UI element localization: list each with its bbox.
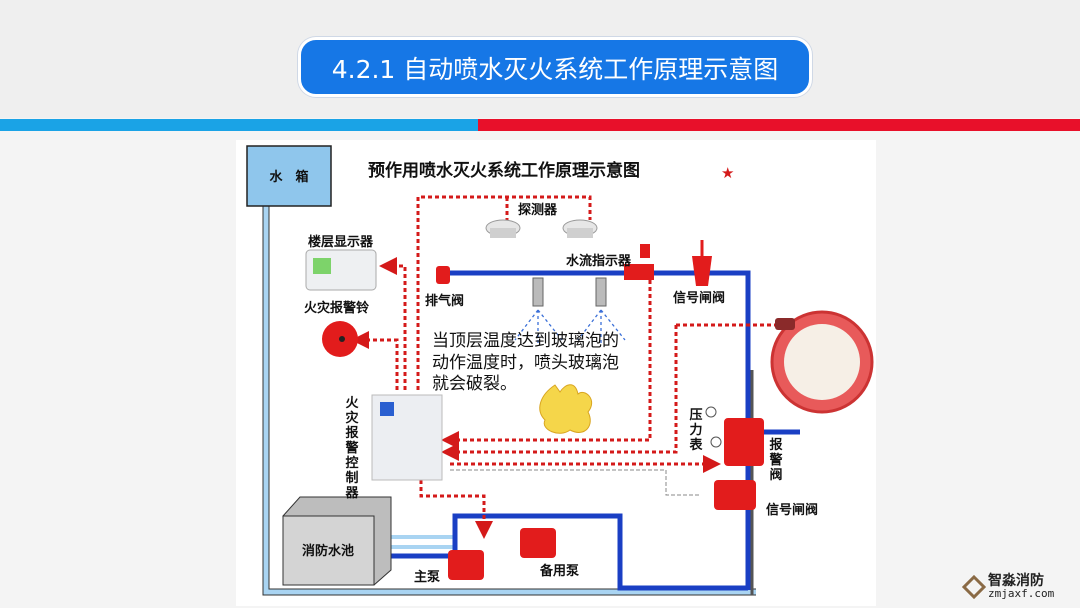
star-icon: ★ <box>721 164 734 182</box>
gong-face <box>784 324 860 400</box>
watermark-name: 智淼消防 <box>988 573 1044 589</box>
slide-title: 4.2.1 自动喷水灭火系统工作原理示意图 <box>298 37 812 97</box>
label-fire-bell: 火灾报警铃 <box>304 300 369 316</box>
pressure-gauge-icon <box>710 436 722 448</box>
display-screen <box>313 258 331 274</box>
exhaust-valve-icon <box>436 266 450 284</box>
note-text: 当顶层温度达到玻璃泡的 动作温度时，喷头玻璃泡 就会破裂。 <box>432 331 619 394</box>
note-line: 就会破裂。 <box>432 374 517 394</box>
label-fire-pool: 消防水池 <box>302 543 354 559</box>
bell-center <box>339 336 345 342</box>
fire-pool-icon <box>282 515 375 586</box>
controller-screen <box>380 402 394 416</box>
control-line <box>450 469 700 496</box>
logo-icon <box>962 575 986 599</box>
gong-cap <box>775 318 795 330</box>
water-tank <box>246 145 332 207</box>
fire-icon <box>539 384 593 434</box>
main-pump-icon <box>448 550 484 580</box>
divider-blue <box>0 119 478 131</box>
label-signal-gate-valve-bottom: 信号闸阀 <box>766 502 818 518</box>
label-backup-pump: 备用泵 <box>539 563 579 579</box>
water-spray <box>514 309 626 345</box>
divider-red <box>478 119 1080 131</box>
diagram-title: 预作用喷水灭火系统工作原理示意图 <box>368 160 640 181</box>
diagram-svg: 水 箱 预作用喷水灭火系统工作原理示意图 ★ 探测器 楼层显示器 火灾报警铃 排… <box>246 145 874 596</box>
watermark-site: zmjaxf.com <box>988 587 1055 600</box>
watermark-logo: 智淼消防 zmjaxf.com <box>962 572 1072 602</box>
flow-indicator-head <box>640 244 650 258</box>
label-detector: 探测器 <box>518 202 558 218</box>
pressure-gauge-icon <box>705 406 717 418</box>
backup-pump-icon <box>520 528 556 558</box>
gate-valve-icon <box>692 256 712 286</box>
water-flow-indicator-icon <box>624 264 654 280</box>
label-signal-gate-valve-top: 信号闸阀 <box>673 290 725 306</box>
tank-pipe <box>262 205 756 596</box>
label-water-flow-indicator: 水流指示器 <box>566 253 632 269</box>
smoke-detector-icon <box>485 219 598 238</box>
note-line: 当顶层温度达到玻璃泡的 <box>432 331 619 351</box>
label-floor-display: 楼层显示器 <box>308 234 374 250</box>
alarm-valve-icon <box>724 418 764 466</box>
label-pressure-gauge: 压力表 <box>689 408 703 453</box>
label-main-pump: 主泵 <box>414 569 440 585</box>
label-controller: 火灾报警控制器 <box>345 396 359 501</box>
label-water-tank: 水 箱 <box>269 169 308 185</box>
note-line: 动作温度时，喷头玻璃泡 <box>432 353 619 373</box>
signal-lines <box>351 195 780 539</box>
label-alarm-valve: 报警阀 <box>769 438 783 483</box>
gate-valve-icon <box>714 480 756 510</box>
label-exhaust-valve: 排气阀 <box>425 293 464 309</box>
system-diagram: 水 箱 预作用喷水灭火系统工作原理示意图 ★ 探测器 楼层显示器 火灾报警铃 排… <box>236 140 876 606</box>
sprinkler-icon <box>532 277 607 307</box>
